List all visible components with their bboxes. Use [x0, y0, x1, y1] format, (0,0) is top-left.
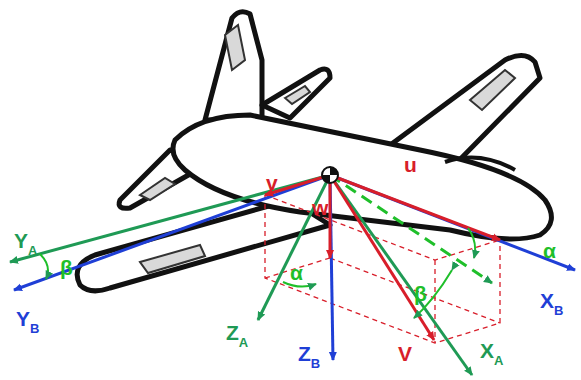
angle-label: β — [414, 283, 427, 304]
axis-subscript: A — [494, 353, 503, 368]
axis-subscript: A — [239, 335, 248, 350]
body-axes — [14, 175, 575, 360]
angle-arcs — [40, 228, 475, 318]
angle-label: β — [60, 257, 73, 278]
axis-letter: X — [480, 339, 494, 362]
velocity-label: w — [312, 197, 328, 218]
axis-label: XA — [480, 340, 503, 361]
axis-label: ZB — [298, 343, 320, 364]
angle-label: α — [290, 262, 303, 283]
axis-subscript: B — [30, 321, 39, 336]
axis-letter: Y — [16, 307, 30, 330]
axis-label: YB — [16, 308, 39, 329]
projection-line — [330, 175, 492, 283]
velocity-label: u — [404, 154, 417, 175]
axis-label: XB — [540, 290, 563, 311]
axis-letter: Y — [14, 229, 28, 252]
axis-letter: Z — [226, 321, 239, 344]
angle-label: α — [543, 240, 556, 261]
velocity-label: V — [398, 343, 412, 364]
airplane — [77, 12, 551, 291]
axis-label: ZA — [226, 322, 248, 343]
velocity-label: v — [266, 172, 278, 193]
axis-subscript: B — [311, 356, 320, 371]
control-surfaces — [140, 25, 515, 273]
component-box — [265, 195, 500, 343]
cg-symbol — [322, 167, 338, 183]
velocity-components — [265, 175, 500, 340]
axis-subscript: A — [28, 243, 37, 258]
axis-subscript: B — [554, 303, 563, 318]
axis-label: YA — [14, 230, 37, 251]
axis-letter: X — [540, 289, 554, 312]
axis-letter: Z — [298, 342, 311, 365]
air-axes — [10, 175, 472, 375]
